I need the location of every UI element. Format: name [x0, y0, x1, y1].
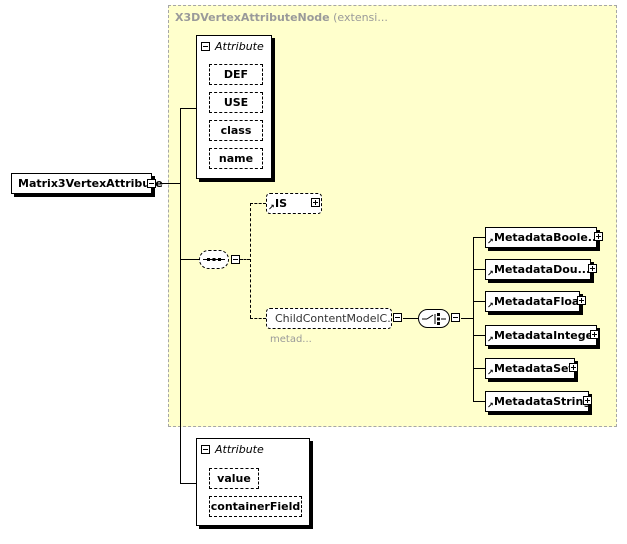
metadata-boolean-element[interactable]: ↗ MetadataBoole...	[485, 227, 601, 248]
choice-compositor	[418, 309, 450, 328]
sequence-icon	[203, 258, 225, 261]
is-element-label: IS	[275, 197, 288, 210]
attribute-group-bottom-heading: Attribute	[215, 443, 264, 456]
reference-arrow-icon: ↗	[487, 335, 494, 344]
is-element[interactable]: ↗ IS	[266, 193, 322, 214]
to-metadata-6	[473, 401, 485, 402]
child-content-group-toggle[interactable]	[393, 313, 402, 322]
extension-type-name: X3DVertexAttributeNode	[175, 11, 330, 24]
reference-arrow-icon: ↗	[487, 269, 494, 278]
root-element[interactable]: Matrix3VertexAttribute	[11, 173, 163, 194]
attribute-group-top-toggle[interactable]	[201, 42, 210, 51]
is-element-expand[interactable]	[311, 198, 320, 207]
metadata-float-expand[interactable]	[577, 296, 586, 305]
metadata-float-label: MetadataFloat	[494, 295, 585, 308]
metadata-double-label: MetadataDou...	[494, 263, 591, 276]
choice-toggle[interactable]	[451, 313, 460, 322]
root-connector	[160, 183, 180, 184]
sequence-toggle[interactable]	[231, 255, 240, 264]
choice-vertical	[473, 237, 474, 401]
metadata-string-label: MetadataString	[494, 395, 592, 408]
choice-icon	[422, 313, 446, 325]
metadata-set-expand[interactable]	[569, 363, 578, 372]
child-content-group-label: ChildContentModelC...	[275, 312, 391, 325]
metadata-float-element[interactable]: ↗ MetadataFloat	[485, 291, 585, 312]
metadata-integer-label: MetadataInteger	[494, 329, 599, 342]
seq-vertical	[250, 203, 251, 318]
attribute-def[interactable]: DEF	[209, 64, 263, 85]
to-metadata-1	[473, 237, 485, 238]
branch-sequence	[180, 259, 200, 260]
metadata-integer-element[interactable]: ↗ MetadataInteger	[485, 325, 599, 346]
metadata-string-expand[interactable]	[583, 396, 592, 405]
extension-suffix: (extensi...	[333, 11, 388, 24]
attribute-value[interactable]: value	[209, 468, 259, 489]
attribute-group-top-heading: Attribute	[215, 40, 264, 53]
attribute-containerfield[interactable]: containerField	[209, 496, 302, 517]
metadata-set-element[interactable]: ↗ MetadataSet	[485, 358, 575, 379]
to-metadata-5	[473, 368, 485, 369]
reference-arrow-icon: ↗	[487, 401, 494, 410]
reference-arrow-icon: ↗	[487, 237, 494, 246]
metadata-double-element[interactable]: ↗ MetadataDou...	[485, 259, 591, 280]
root-collapse-toggle[interactable]	[147, 179, 156, 188]
group-to-choice-connector	[403, 318, 418, 319]
trunk-vertical	[180, 108, 181, 483]
metadata-integer-expand[interactable]	[590, 330, 599, 339]
to-metadata-2	[473, 269, 485, 270]
child-content-group-sublabel: metad...	[270, 334, 312, 345]
attribute-name[interactable]: name	[209, 148, 263, 169]
branch-bottom-attributes	[180, 483, 196, 484]
to-is-connector	[250, 203, 266, 204]
to-child-connector	[250, 318, 266, 319]
extension-title: X3DVertexAttributeNode (extensi...	[175, 11, 388, 24]
seq-out-connector	[240, 259, 250, 260]
reference-arrow-icon: ↗	[268, 203, 275, 212]
attribute-use[interactable]: USE	[209, 92, 263, 113]
root-element-label: Matrix3VertexAttribute	[18, 177, 163, 190]
attribute-class[interactable]: class	[209, 120, 263, 141]
metadata-double-expand[interactable]	[588, 264, 597, 273]
branch-top-attributes	[180, 108, 196, 109]
metadata-boolean-expand[interactable]	[594, 232, 603, 241]
to-metadata-4	[473, 335, 485, 336]
sequence-compositor	[199, 250, 229, 269]
reference-arrow-icon: ↗	[487, 301, 494, 310]
child-content-group[interactable]: ChildContentModelC...	[266, 308, 392, 329]
metadata-string-element[interactable]: ↗ MetadataString	[485, 391, 592, 412]
attribute-group-bottom-toggle[interactable]	[201, 445, 210, 454]
choice-out-connector	[461, 318, 473, 319]
metadata-set-label: MetadataSet	[494, 362, 574, 375]
to-metadata-3	[473, 301, 485, 302]
metadata-boolean-label: MetadataBoole...	[494, 231, 601, 244]
reference-arrow-icon: ↗	[487, 368, 494, 377]
